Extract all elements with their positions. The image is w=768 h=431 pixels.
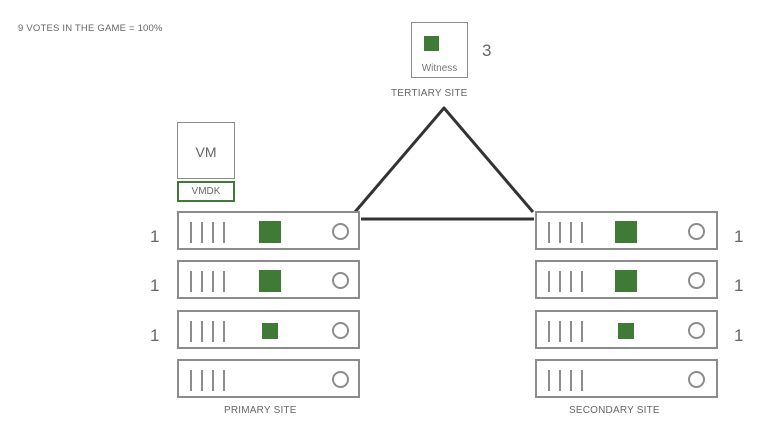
drive-bay [570,370,572,391]
drive-bay [548,222,550,243]
drive-bay [559,271,561,292]
drive-bay [190,370,192,391]
drive-bay [190,271,192,292]
drive-bay [201,370,203,391]
witness-votes: 3 [482,41,492,60]
primary-server-4 [177,359,360,398]
drive-bay [223,271,225,292]
drive-bay [581,271,583,292]
drive-bay [559,222,561,243]
drive-bay [201,271,203,292]
drive-bay [548,271,550,292]
drive-bay [212,271,214,292]
power-indicator-icon [688,322,705,339]
drive-bay [223,370,225,391]
secondary-row-1-votes: 1 [734,227,744,246]
secondary-server-1 [535,211,718,250]
drive-bay [548,370,550,391]
vmdk-label: VMDK [191,186,221,197]
drive-bay [581,321,583,342]
secondary-row-2-component [615,270,637,292]
drive-bay [201,321,203,342]
power-indicator-icon [688,371,705,388]
primary-row-3-votes: 1 [150,326,160,345]
drive-bay [581,222,583,243]
vmdk-box: VMDK [177,181,235,202]
primary-row-2-component [259,270,281,292]
drive-bay [581,370,583,391]
drive-bay [212,222,214,243]
secondary-server-3 [535,310,718,349]
witness-box: Witness [411,22,468,78]
drive-bay [559,321,561,342]
primary-server-2 [177,260,360,299]
drive-bay [570,271,572,292]
drive-bay [212,321,214,342]
primary-row-3-component [262,323,278,339]
votes-total-label: 9 VOTES IN THE GAME = 100% [18,23,163,34]
power-indicator-icon [332,223,349,240]
drive-bay [223,222,225,243]
primary-server-1 [177,211,360,250]
secondary-server-4 [535,359,718,398]
witness-label: Witness [421,63,458,74]
primary-site-label: PRIMARY SITE [224,405,297,416]
tertiary-site-label: TERTIARY SITE [391,88,468,99]
drive-bay [548,321,550,342]
primary-row-1-component [259,221,281,243]
secondary-server-2 [535,260,718,299]
secondary-row-2-votes: 1 [734,276,744,295]
witness-link [353,106,535,213]
power-indicator-icon [332,371,349,388]
drive-bay [559,370,561,391]
primary-row-1-votes: 1 [150,227,160,246]
drive-bay [223,321,225,342]
drive-bay [190,321,192,342]
witness-component-icon [424,36,439,51]
vm-label: VM [195,144,217,160]
power-indicator-icon [332,272,349,289]
power-indicator-icon [332,322,349,339]
primary-server-3 [177,310,360,349]
secondary-row-3-votes: 1 [734,326,744,345]
secondary-site-label: SECONDARY SITE [569,405,660,416]
vm-box: VM [177,122,235,179]
drive-bay [570,321,572,342]
drive-bay [570,222,572,243]
secondary-row-1-component [615,221,637,243]
primary-row-2-votes: 1 [150,276,160,295]
drive-bay [190,222,192,243]
power-indicator-icon [688,272,705,289]
drive-bay [201,222,203,243]
power-indicator-icon [688,223,705,240]
drive-bay [212,370,214,391]
secondary-row-3-component [618,323,634,339]
